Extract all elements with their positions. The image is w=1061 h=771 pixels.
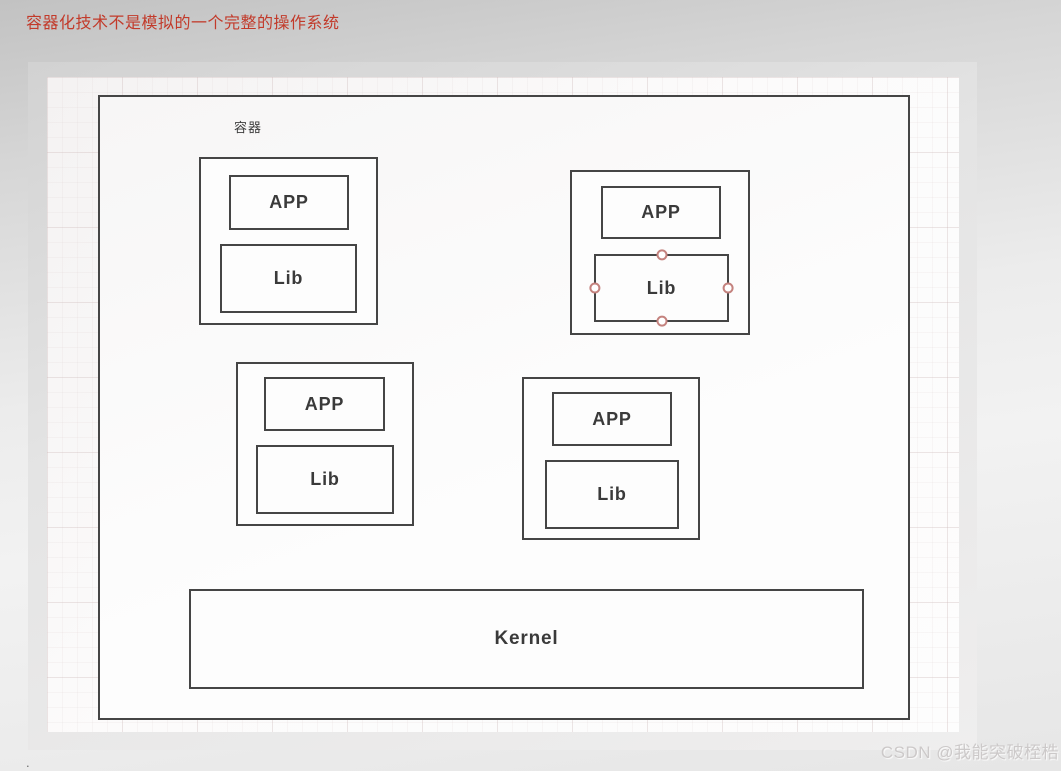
- app-label: APP: [269, 192, 309, 212]
- diagram-canvas[interactable]: 容器 APP Lib APP Lib: [47, 77, 959, 732]
- container-group-1[interactable]: APP Lib: [199, 157, 378, 325]
- selection-handle-top[interactable]: [656, 249, 667, 261]
- lib-label: Lib: [310, 469, 340, 489]
- app-shape-2[interactable]: APP: [601, 186, 721, 239]
- page-title: 容器化技术不是模拟的一个完整的操作系统: [26, 15, 340, 32]
- container-group-2[interactable]: APP Lib: [570, 170, 750, 335]
- app-label: APP: [641, 202, 681, 222]
- lib-label: Lib: [646, 277, 677, 298]
- selection-handle-right[interactable]: [722, 282, 734, 294]
- container-group-4[interactable]: APP Lib: [522, 377, 700, 540]
- app-shape-4[interactable]: APP: [552, 392, 672, 446]
- lib-shape-1[interactable]: Lib: [220, 244, 357, 313]
- app-shape-3[interactable]: APP: [264, 377, 385, 431]
- os-outer-box[interactable]: 容器 APP Lib APP Lib: [98, 95, 910, 720]
- selection-handle-left[interactable]: [589, 282, 601, 294]
- lib-shape-3[interactable]: Lib: [256, 445, 394, 514]
- kernel-label: Kernel: [494, 628, 559, 649]
- app-shape-1[interactable]: APP: [229, 175, 349, 230]
- slide-panel: 容器 APP Lib APP Lib: [28, 62, 977, 750]
- container-label: 容器: [234, 120, 263, 135]
- selection-handle-bottom[interactable]: [656, 315, 667, 327]
- lib-shape-2-selected[interactable]: Lib: [589, 249, 734, 327]
- container-group-3[interactable]: APP Lib: [236, 362, 414, 526]
- kernel-shape[interactable]: Kernel: [189, 589, 864, 689]
- csdn-watermark: CSDN @我能突破桎梏: [880, 743, 1059, 762]
- lib-shape-4[interactable]: Lib: [545, 460, 679, 529]
- stray-dot: .: [26, 755, 30, 770]
- app-label: APP: [304, 393, 345, 414]
- lib-label: Lib: [273, 268, 304, 288]
- app-label: APP: [592, 408, 632, 429]
- lib-label: Lib: [597, 484, 627, 504]
